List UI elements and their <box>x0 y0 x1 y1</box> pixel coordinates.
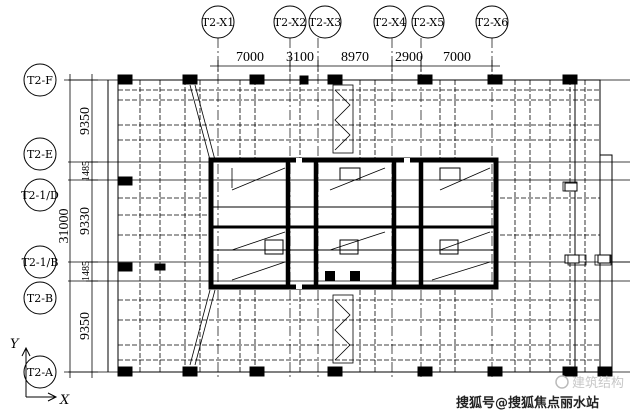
axis-bubble-t2-f: T2-F <box>23 63 57 97</box>
top-dim-5: 7000 <box>443 50 471 65</box>
axis-bubble-t2-1-b: T2-1/B <box>22 245 59 279</box>
axis-bubble-t2-x1: T2-X1 <box>201 5 235 39</box>
axis-bubble-t2-x5: T2-X5 <box>411 5 445 39</box>
left-dim-4: 1485 <box>81 261 92 281</box>
grid-lines <box>68 38 630 378</box>
watermark: 建筑结构 搜狐号@搜狐焦点丽水站 <box>452 375 628 412</box>
axis-bubble-t2-b: T2-B <box>23 281 57 315</box>
axis-label: T2-F <box>27 74 53 87</box>
core-openings <box>296 158 410 289</box>
bracing <box>189 84 354 366</box>
y-axis-label: Y <box>10 337 20 352</box>
axis-label: T2-X3 <box>309 16 342 29</box>
top-dim-1: 7000 <box>236 50 264 65</box>
axis-bubble-t2-x4: T2-X4 <box>373 5 407 39</box>
x-axis-label: X <box>59 393 70 408</box>
right-details <box>562 181 630 266</box>
axis-label: T2-X5 <box>412 16 445 29</box>
watermark-logo-icon <box>555 375 569 389</box>
left-dim-5: 9350 <box>78 312 93 340</box>
axis-label: T2-X4 <box>374 16 407 29</box>
top-dim-2: 3100 <box>286 50 314 65</box>
top-dimension-line <box>210 60 500 72</box>
overall-dim: 31000 <box>57 209 72 244</box>
top-dimensions: 7000 3100 8970 2900 7000 <box>236 50 471 65</box>
axis-label: T2-1/D <box>21 189 59 202</box>
axis-bubble-t2-x3: T2-X3 <box>308 5 342 39</box>
axis-bubble-t2-x2: T2-X2 <box>273 5 307 39</box>
dashed-framing <box>118 80 600 372</box>
coordinate-marker <box>21 346 58 402</box>
axis-bubble-t2-a: T2-A <box>23 355 57 389</box>
left-dim-3: 9330 <box>78 207 93 235</box>
core-walls <box>208 157 499 290</box>
left-dimensions: 9350 1485 9330 1485 9350 31000 <box>57 107 93 340</box>
axis-label: T2-X2 <box>274 16 307 29</box>
axis-label: T2-A <box>27 366 54 379</box>
left-dim-2: 1485 <box>81 161 92 181</box>
top-dim-3: 8970 <box>341 50 369 65</box>
left-dim-1: 9350 <box>78 107 93 135</box>
axis-label: T2-X1 <box>202 16 235 29</box>
axis-label: T2-E <box>27 148 53 161</box>
axis-label: T2-B <box>27 292 53 305</box>
top-dim-4: 2900 <box>395 50 423 65</box>
axis-bubble-t2-x6: T2-X6 <box>475 5 509 39</box>
axis-label: T2-1/B <box>22 256 59 269</box>
axis-label: T2-X6 <box>476 16 509 29</box>
left-dimension-lines <box>64 74 98 378</box>
columns <box>117 74 613 377</box>
axis-bubble-t2-e: T2-E <box>23 137 57 171</box>
watermark-caption: 搜狐号@搜狐焦点丽水站 <box>456 395 599 411</box>
left-axis-bubbles: T2-F T2-E T2-1/D T2-1/B T2-B T2-A <box>21 63 59 389</box>
watermark-brand: 建筑结构 <box>572 375 624 391</box>
axis-bubble-t2-1-d: T2-1/D <box>21 178 59 212</box>
